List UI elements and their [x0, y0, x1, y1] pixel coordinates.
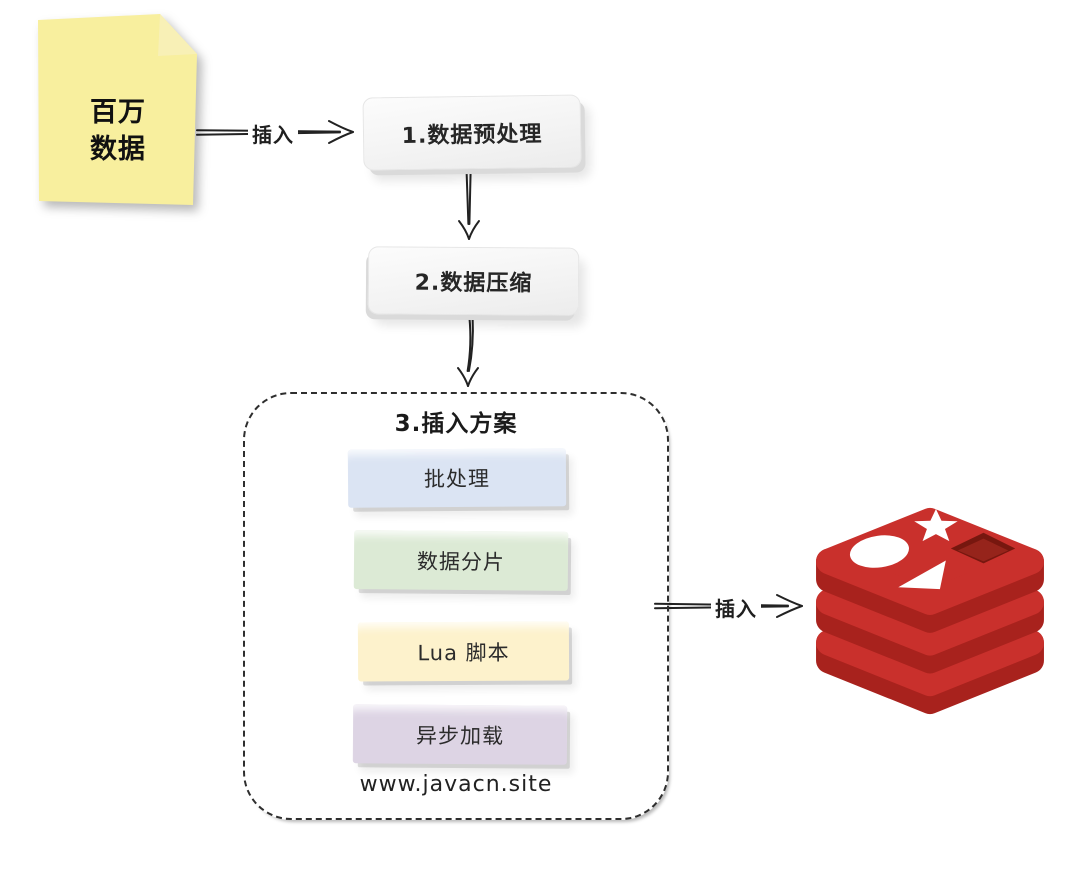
option-lua-script: Lua 脚本 — [357, 621, 570, 682]
step-box-preprocessing-label: 1.数据预处理 — [401, 121, 543, 149]
option-async-loading: 异步加载 — [352, 704, 568, 765]
note-label: 百万 数据 — [34, 94, 202, 168]
plan-group-title: 3.插入方案 — [394, 411, 518, 437]
star-shape — [914, 509, 958, 542]
arrow-label-insert-1: 插入 — [248, 119, 298, 148]
note-label-line2: 数据 — [90, 134, 146, 165]
option-batch-processing: 批处理 — [347, 448, 567, 508]
triangle-shape — [898, 560, 946, 590]
note-label-line1: 百万 — [90, 97, 146, 128]
arrow-step2-plan — [457, 316, 479, 387]
redis-stack-icon — [816, 507, 1044, 715]
circle-shape — [849, 535, 909, 568]
option-batch-processing-label: 批处理 — [423, 466, 491, 492]
option-data-sharding-label: 数据分片 — [416, 549, 506, 574]
option-data-sharding: 数据分片 — [353, 530, 569, 591]
step-box-compression: 2.数据压缩 — [367, 246, 580, 316]
sticky-note-shape — [38, 14, 197, 205]
option-async-loading-label: 异步加载 — [415, 723, 505, 748]
square-hole-floor — [957, 538, 1009, 562]
arrow-label-insert-2: 插入 — [711, 593, 761, 622]
redis-logo — [806, 500, 1054, 718]
step-box-preprocessing: 1.数据预处理 — [362, 94, 582, 171]
plan-group: 3.插入方案 批处理 数据分片 Lua 脚本 异步加载 www.javacn.s… — [243, 392, 669, 820]
watermark-url: www.javacn.site — [359, 772, 553, 797]
arrow-step1-step2 — [458, 171, 480, 240]
source-data-note: 百万 数据 — [34, 12, 206, 214]
step-box-compression-label: 2.数据压缩 — [414, 270, 533, 297]
option-lua-script-label: Lua 脚本 — [417, 640, 510, 665]
